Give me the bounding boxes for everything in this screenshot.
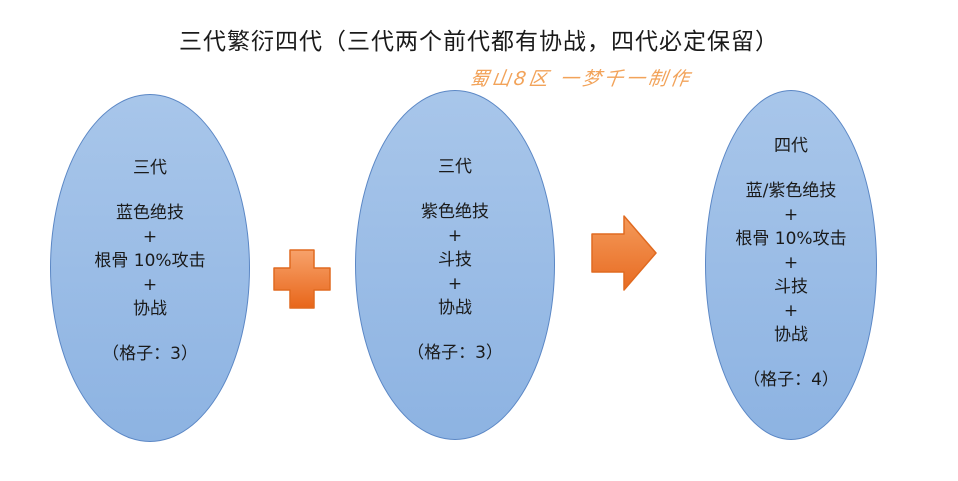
left-parent-line: + — [142, 275, 158, 295]
result-heading: 四代 — [774, 136, 808, 156]
left-parent-oval — [50, 94, 250, 442]
result-line: + — [783, 205, 799, 225]
right-parent-line: + — [447, 226, 463, 246]
left-parent-line: + — [142, 227, 158, 247]
result-line: 根骨 10%攻击 — [735, 229, 847, 249]
result-oval — [705, 90, 877, 440]
right-parent-line: 斗技 — [438, 250, 472, 270]
arrow-right-icon — [591, 215, 657, 291]
left-parent-heading: 三代 — [133, 158, 167, 178]
right-parent-line: 紫色绝技 — [421, 202, 489, 222]
left-parent-slots: （格子：3） — [102, 344, 198, 364]
result-line: 斗技 — [774, 277, 808, 297]
right-parent-line: 协战 — [438, 298, 472, 318]
result-line: 协战 — [774, 325, 808, 345]
result-line: 蓝/紫色绝技 — [745, 181, 837, 201]
right-parent-oval — [355, 90, 555, 440]
result-line: + — [783, 301, 799, 321]
result-slots: （格子：4） — [743, 370, 839, 390]
result-text: 四代 蓝/紫色绝技 + 根骨 10%攻击 + 斗技 + 协战 （格子：4） — [705, 134, 877, 392]
plus-icon — [273, 249, 331, 309]
author-watermark: 蜀山8区 一梦千一制作 — [468, 68, 694, 90]
left-parent-text: 三代 蓝色绝技 + 根骨 10%攻击 + 协战 （格子：3） — [50, 156, 250, 366]
right-parent-text: 三代 紫色绝技 + 斗技 + 协战 （格子：3） — [355, 155, 555, 365]
result-line: + — [783, 253, 799, 273]
right-parent-heading: 三代 — [438, 157, 472, 177]
left-parent-line: 蓝色绝技 — [116, 203, 184, 223]
diagram-title: 三代繁衍四代（三代两个前代都有协战，四代必定保留） — [179, 29, 779, 55]
right-parent-line: + — [447, 274, 463, 294]
left-parent-line: 根骨 10%攻击 — [94, 251, 206, 271]
left-parent-line: 协战 — [133, 299, 167, 319]
right-parent-slots: （格子：3） — [407, 343, 503, 363]
